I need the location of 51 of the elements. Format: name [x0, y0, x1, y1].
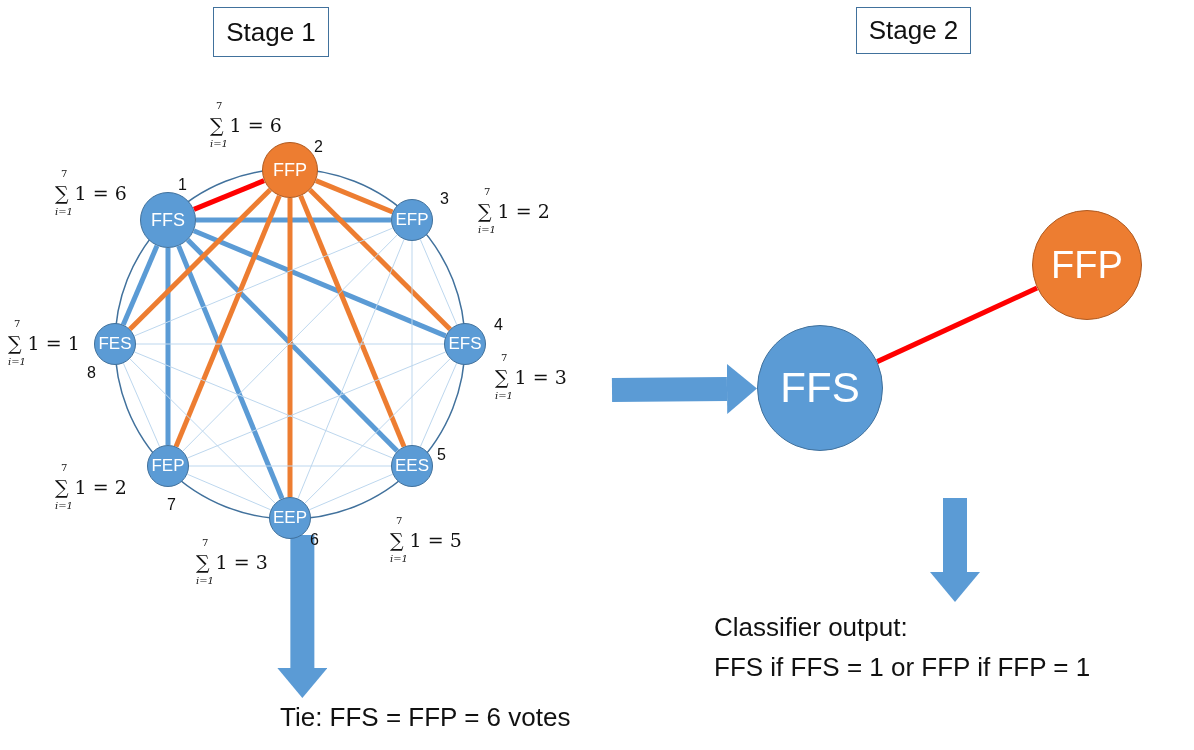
graph-node: FEP — [147, 445, 189, 487]
connector-line — [419, 238, 458, 326]
connector-line — [876, 285, 1039, 364]
block-arrow — [930, 498, 980, 602]
node-number: 7 — [167, 496, 176, 514]
graph-node: EES — [391, 445, 433, 487]
block-arrow — [611, 363, 757, 414]
connector-line — [308, 187, 452, 331]
connector-line — [122, 362, 161, 448]
connector-line — [135, 343, 445, 345]
result-text: Tie: FFS = FFP = 6 votes — [280, 698, 590, 736]
graph-node: EFS — [444, 323, 486, 365]
connector-line — [314, 178, 394, 215]
connector-line — [133, 351, 394, 459]
graph-node: FFP — [1032, 210, 1142, 320]
node-number: 4 — [494, 316, 503, 334]
block-arrow — [277, 534, 328, 698]
connector-line — [186, 473, 272, 511]
connector-line — [188, 465, 392, 467]
connector-line — [298, 194, 407, 448]
connector-line — [419, 362, 458, 448]
connector-line — [176, 244, 285, 500]
graph-node: EFP — [391, 199, 433, 241]
node-number: 3 — [440, 190, 449, 208]
connector-line — [192, 178, 266, 212]
connector-line — [308, 473, 394, 511]
connector-line — [173, 194, 282, 448]
connector-line — [186, 351, 447, 459]
graph-node: FFS — [757, 325, 883, 451]
node-number: 5 — [437, 446, 446, 464]
connector-line — [129, 358, 276, 504]
graph-node: FFS — [140, 192, 196, 248]
connector-line — [304, 358, 451, 504]
connector-line — [133, 227, 394, 337]
connector-line — [411, 240, 413, 446]
graph-node: EEP — [269, 497, 311, 539]
connector-line — [287, 198, 293, 497]
graph-node: FES — [94, 323, 136, 365]
connector-line — [128, 187, 272, 331]
connector-line — [120, 244, 160, 326]
node-number: 8 — [87, 364, 96, 382]
output-text: Classifier output: — [714, 611, 908, 644]
connector-line — [192, 228, 447, 339]
connector-line — [196, 217, 391, 223]
connector-line — [165, 248, 171, 445]
connector-line — [297, 238, 405, 500]
node-number: 1 — [178, 176, 187, 194]
node-number: 6 — [310, 531, 319, 549]
stage-box: Stage 2 — [856, 7, 971, 54]
stage-box: Stage 1 — [213, 7, 329, 57]
output-text: FFS if FFS = 1 or FFP if FFP = 1 — [714, 651, 1091, 684]
